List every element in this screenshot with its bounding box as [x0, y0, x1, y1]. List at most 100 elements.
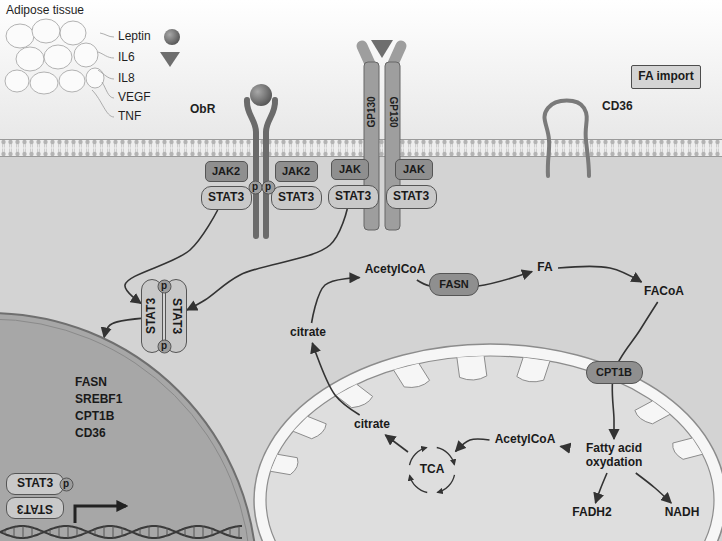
extracellular-space — [0, 0, 722, 140]
node-text: FASN — [439, 278, 468, 291]
phospho-circle-shape — [158, 280, 171, 293]
node-text: STAT3 — [169, 298, 183, 334]
node-text: AcetylCoA — [495, 433, 556, 447]
dna-rung — [77, 528, 78, 536]
nucleus-fill — [0, 313, 257, 541]
dna-rung — [86, 531, 87, 533]
cycle-arrow — [437, 448, 455, 465]
dna-rung — [59, 527, 60, 538]
secretion-leader — [100, 33, 114, 37]
dna-rung — [158, 526, 159, 537]
stat3-box: STAT3 — [328, 185, 379, 209]
metabolite-label: citrate — [349, 415, 396, 435]
leptin-symbol — [164, 29, 180, 45]
dna-rung — [149, 526, 150, 537]
node-text: STAT3 — [278, 191, 314, 205]
dna-rung — [104, 527, 105, 538]
cell-membrane — [0, 139, 722, 140]
connector — [104, 318, 141, 337]
connector — [561, 446, 570, 448]
import-box: FA import — [631, 65, 701, 89]
adipokine-label: Leptin — [118, 30, 151, 44]
node-text: FACoA — [644, 285, 684, 299]
receptor-label: GP130 — [387, 96, 399, 127]
obr-receptor — [247, 100, 256, 236]
dna-rung — [203, 526, 204, 537]
phospho-circle: p — [157, 279, 172, 294]
node-text: JAK2 — [212, 165, 240, 178]
node-text: STAT3 — [145, 298, 159, 334]
crista — [673, 438, 703, 459]
stat3-box: STAT3 — [271, 186, 322, 210]
connector — [312, 278, 360, 323]
dna-rung — [113, 526, 114, 538]
node-text: citrate — [354, 418, 390, 432]
cell-membrane — [0, 139, 722, 157]
receptor-label: GP130 — [366, 96, 378, 127]
node-text: STAT3 — [17, 477, 53, 491]
crista — [270, 454, 297, 474]
node-text: STAT3 — [208, 191, 244, 205]
adipokine-label: IL8 — [118, 72, 135, 86]
cell-membrane — [0, 139, 722, 157]
connector — [558, 267, 642, 282]
dna-rung — [68, 526, 69, 538]
metabolite-label: citrate — [285, 323, 332, 343]
dna-rung — [176, 531, 177, 532]
node-text: CPT1B — [596, 366, 632, 379]
node-text: NADH — [665, 506, 700, 520]
adipose-cells — [60, 21, 86, 45]
connectors — [104, 209, 671, 503]
node-text: JAK2 — [282, 165, 310, 178]
adipose-cells — [44, 45, 72, 69]
node-text: FADH2 — [572, 506, 611, 520]
dna-strand — [0, 526, 242, 538]
node-text: FA import — [638, 70, 694, 84]
crista — [293, 416, 326, 438]
node-text: CPT1B — [75, 410, 114, 424]
phospho-circle: p — [59, 477, 74, 492]
process-label: Fatty acid oxydation — [569, 439, 659, 473]
connector — [385, 435, 408, 452]
receptor-label: ObR — [190, 103, 215, 117]
node-text: JAK — [403, 163, 425, 176]
connector — [595, 473, 607, 503]
adipose-cells — [5, 19, 104, 94]
phospho-circle-shape — [262, 181, 275, 194]
secretion-leader — [98, 70, 114, 79]
dna-rung — [239, 526, 240, 538]
adipokine-label: IL6 — [118, 51, 135, 65]
adipokine-label: VEGF — [118, 91, 151, 105]
nuclear-stat3-box: STAT3 — [6, 473, 64, 495]
adipose-cells — [5, 70, 29, 92]
dna-rung — [95, 529, 96, 535]
dna-rung — [221, 531, 222, 533]
node-text: p — [63, 478, 69, 490]
phospho-circle: p — [261, 180, 276, 195]
enzyme-pill: CPT1B — [586, 361, 643, 384]
tca-cycle: TCA — [402, 440, 462, 500]
node-text: p — [252, 181, 258, 193]
dna-rung — [32, 527, 33, 536]
stat3-box: STAT3 — [201, 186, 252, 210]
adipokine-label: TNF — [118, 110, 141, 124]
adipose-cells — [30, 72, 58, 94]
node-text: FASN — [75, 376, 107, 390]
jak-kinase-box: JAK — [395, 159, 433, 180]
dna-strand — [0, 526, 242, 538]
nuclear-stat3-box: STAT3 — [6, 497, 64, 519]
metabolite-label: AcetylCoA — [360, 260, 431, 280]
node-text: p — [161, 280, 167, 292]
dna-rung — [23, 526, 24, 538]
dna-rung — [140, 529, 141, 536]
node-text: AcetylCoA — [365, 263, 426, 277]
dna-rung — [50, 529, 51, 534]
cell-membrane — [0, 139, 722, 157]
phospho-circle-shape — [249, 181, 262, 194]
crista — [517, 358, 550, 382]
nucleus-shape — [0, 313, 257, 541]
node-text: STAT3 — [393, 190, 429, 204]
enzyme-pill: FASN — [429, 273, 479, 296]
